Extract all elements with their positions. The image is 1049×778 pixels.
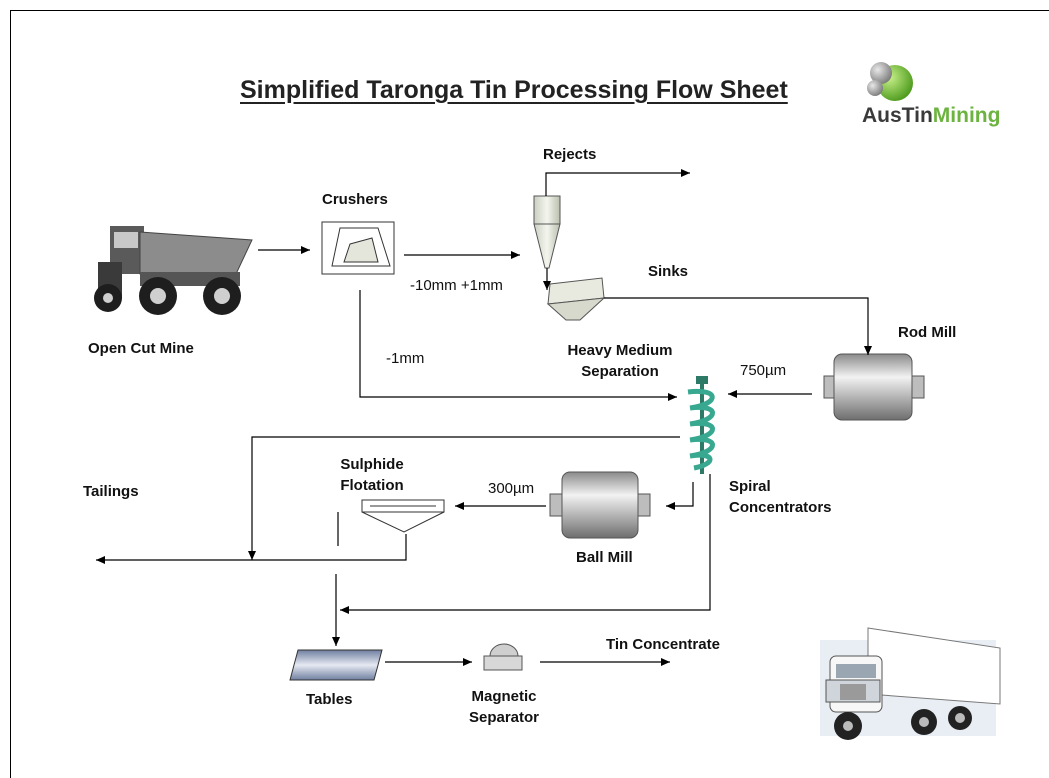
ball-mill-icon	[549, 471, 651, 539]
mag-line2: Separator	[468, 709, 540, 726]
label-750um: 750µm	[740, 362, 787, 379]
logo-part1: AusTin	[862, 104, 933, 127]
spiral-concentrator-icon	[687, 376, 715, 474]
mag-line1: Magnetic	[471, 688, 537, 705]
spiral-line2: Concentrators	[729, 499, 832, 516]
label-minus-1mm: -1mm	[386, 350, 425, 367]
label-heavy-medium-separation: Heavy Medium Separation	[558, 340, 682, 382]
flotation-cell-icon	[361, 499, 445, 533]
label-ball-mill: Ball Mill	[576, 549, 633, 566]
label-300um: 300µm	[488, 480, 535, 497]
label-sulphide-flotation: Sulphide Flotation	[332, 454, 412, 496]
spiral-line1: Spiral	[729, 478, 771, 495]
label-tables: Tables	[306, 691, 353, 708]
page-title: Simplified Taronga Tin Processing Flow S…	[240, 76, 788, 104]
cyclone-icon	[533, 195, 561, 269]
label-rejects: Rejects	[543, 146, 597, 163]
delivery-truck-icon	[820, 627, 1001, 740]
label-tin-concentrate: Tin Concentrate	[606, 636, 720, 653]
label-magnetic-separator: Magnetic Separator	[462, 686, 546, 728]
logo-icon	[867, 62, 913, 101]
hms-line2: Separation	[581, 363, 659, 380]
label-sinks: Sinks	[648, 263, 689, 280]
magnetic-separator-icon	[483, 643, 523, 671]
flow-lines	[96, 169, 872, 666]
label-size-range: -10mm +1mm	[410, 277, 503, 294]
label-open-cut-mine: Open Cut Mine	[88, 340, 194, 357]
label-spiral-concentrators: Spiral Concentrators	[729, 476, 832, 518]
hms-separator-icon	[546, 277, 606, 321]
shaking-table-icon	[289, 649, 383, 681]
sulphide-line2: Flotation	[340, 477, 404, 494]
haul-truck-icon	[94, 226, 253, 315]
label-crushers: Crushers	[322, 191, 388, 208]
label-tailings: Tailings	[83, 483, 139, 500]
rod-mill-icon	[823, 353, 925, 421]
sulphide-line1: Sulphide	[340, 456, 404, 473]
logo-text: AusTinMining	[862, 104, 1000, 128]
logo-part2: Mining	[932, 104, 1001, 127]
hms-line1: Heavy Medium	[567, 342, 673, 359]
label-rod-mill: Rod Mill	[898, 324, 957, 341]
crusher-icon	[321, 221, 395, 275]
